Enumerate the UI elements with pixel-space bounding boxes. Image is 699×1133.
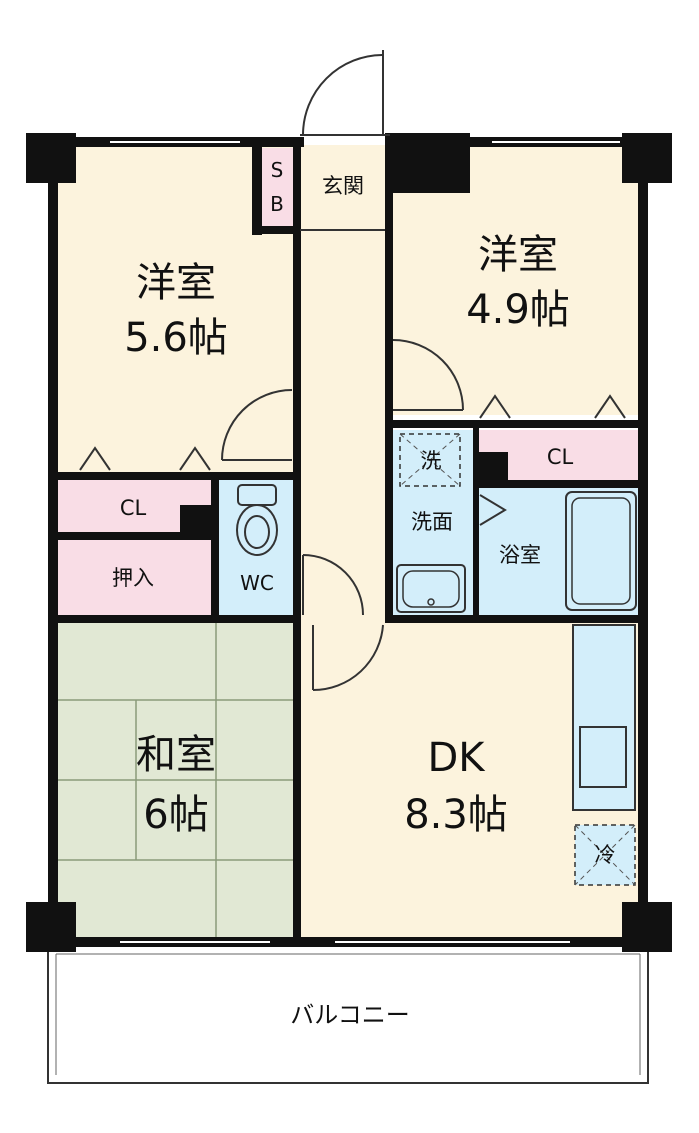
dk-name: DK: [427, 735, 486, 781]
interior-doors: [221, 339, 507, 692]
washroom-label: 洗面: [411, 510, 453, 534]
dk-size: 8.3帖: [404, 792, 508, 838]
kitchen-sink: [579, 726, 627, 788]
oshiire-label: 押入: [112, 566, 154, 590]
fridge-label: 冷: [595, 843, 616, 867]
oshiire-floor: [56, 540, 211, 615]
closet-left-label: CL: [120, 496, 147, 520]
west-room-1-size: 5.6帖: [124, 315, 228, 361]
bathtub: [565, 491, 637, 611]
toilet-label: WC: [240, 571, 274, 595]
shoe-box-label-1: S: [271, 158, 284, 182]
japanese-room-size: 6帖: [143, 792, 208, 838]
washbasin: [396, 564, 466, 613]
tatami-lines: [56, 620, 296, 940]
closet-markers: [79, 394, 626, 471]
fridge-space: [574, 824, 636, 886]
closet-right-label: CL: [547, 445, 574, 469]
toilet-fixture: [236, 484, 278, 556]
windows: [110, 141, 620, 943]
west-room-2-name: 洋室: [478, 232, 558, 278]
corridor-floor: [300, 145, 386, 620]
entrance-label: 玄関: [322, 174, 364, 198]
japanese-room-name: 和室: [136, 732, 216, 778]
west-room-1-name: 洋室: [136, 260, 216, 306]
bath-label: 浴室: [499, 543, 541, 567]
washer-label: 洗: [421, 449, 442, 473]
balcony-area: [47, 945, 649, 1084]
west-room-2-size: 4.9帖: [466, 287, 570, 333]
entrance-door: [300, 50, 390, 136]
shoe-box-floor: [262, 148, 294, 226]
balcony-label: バルコニー: [290, 1001, 410, 1029]
shoe-box-label-2: B: [270, 192, 284, 216]
